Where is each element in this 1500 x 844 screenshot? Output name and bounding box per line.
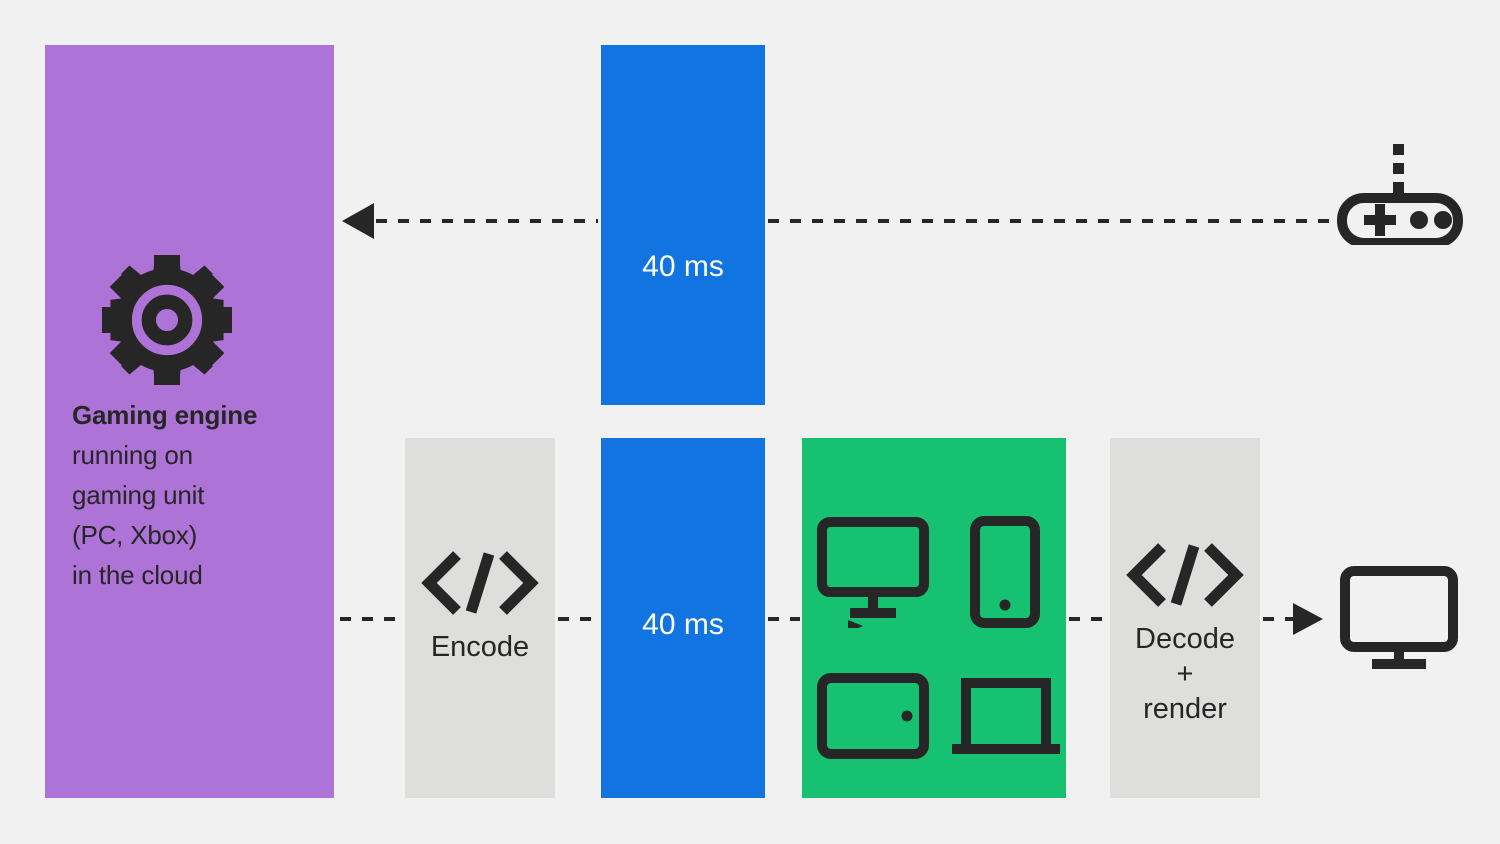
tablet-icon — [817, 673, 929, 759]
engine-title: Gaming engine — [72, 400, 258, 430]
latency-label-downlink: 40 ms — [642, 608, 724, 641]
phone-icon — [970, 516, 1040, 628]
connector-encode-to-latency — [558, 617, 598, 621]
engine-description: Gaming engine running on gaming unit (PC… — [72, 395, 322, 595]
decode-label: Decode + render — [1135, 623, 1235, 725]
arrow-left-icon — [342, 203, 374, 239]
encode-stage: Encode — [405, 438, 555, 798]
laptop-icon — [952, 678, 1060, 754]
gear-icon — [102, 255, 232, 385]
connector-devices-to-decode — [1069, 617, 1107, 621]
encode-label: Encode — [430, 631, 530, 663]
connector-controller-to-latency — [768, 219, 1330, 223]
client-devices-panel — [802, 438, 1066, 798]
latency-box-uplink: 40 ms — [601, 45, 765, 405]
gaming-engine-panel: Gaming engine running on gaming unit (PC… — [45, 45, 334, 798]
connector-engine-to-encode — [340, 617, 402, 621]
connector-latency-to-devices — [768, 617, 800, 621]
connector-latency-to-engine — [376, 219, 598, 223]
code-icon — [421, 551, 539, 615]
latency-label-uplink: 40 ms — [642, 250, 724, 283]
code-icon — [1126, 543, 1244, 607]
arrow-right-icon — [1293, 603, 1323, 635]
gamepad-icon — [1337, 144, 1463, 245]
connector-decode-to-display — [1263, 617, 1305, 621]
decode-stage: Decode + render — [1110, 438, 1260, 798]
latency-box-downlink: 40 ms — [601, 438, 765, 798]
engine-body: running on gaming unit (PC, Xbox) in the… — [72, 440, 205, 590]
tv-icon — [817, 517, 929, 628]
monitor-icon — [1340, 566, 1458, 669]
